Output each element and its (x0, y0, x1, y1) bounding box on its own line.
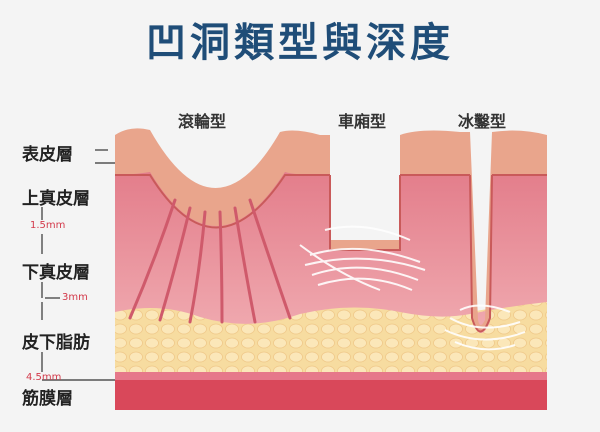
epidermis-layer (115, 128, 547, 332)
depth-3mm: 3mm (62, 292, 88, 303)
label-fascia: 筋膜層 (22, 389, 73, 409)
label-rolling-scar: 滾輪型 (178, 112, 227, 131)
page-title: 凹洞類型與深度 (146, 20, 454, 66)
fat-layer (115, 300, 547, 372)
label-upper-dermis: 上真皮層 (22, 189, 90, 209)
layer-indicator-lines (41, 149, 115, 381)
label-boxcar-scar: 車廂型 (338, 112, 387, 131)
rolling-scar-fibers (128, 198, 292, 324)
label-subcutaneous-fat: 皮下脂肪 (22, 333, 90, 353)
label-lower-dermis: 下真皮層 (22, 263, 90, 283)
fascia-layer (115, 378, 547, 410)
boxcar-collagen (299, 225, 426, 291)
icepick-collagen (444, 304, 526, 351)
depth-1-5mm: 1.5mm (30, 220, 66, 231)
depth-4-5mm: 4.5mm (26, 372, 62, 383)
label-icepick-scar: 冰鑿型 (458, 112, 507, 131)
label-epidermis: 表皮層 (22, 145, 73, 165)
